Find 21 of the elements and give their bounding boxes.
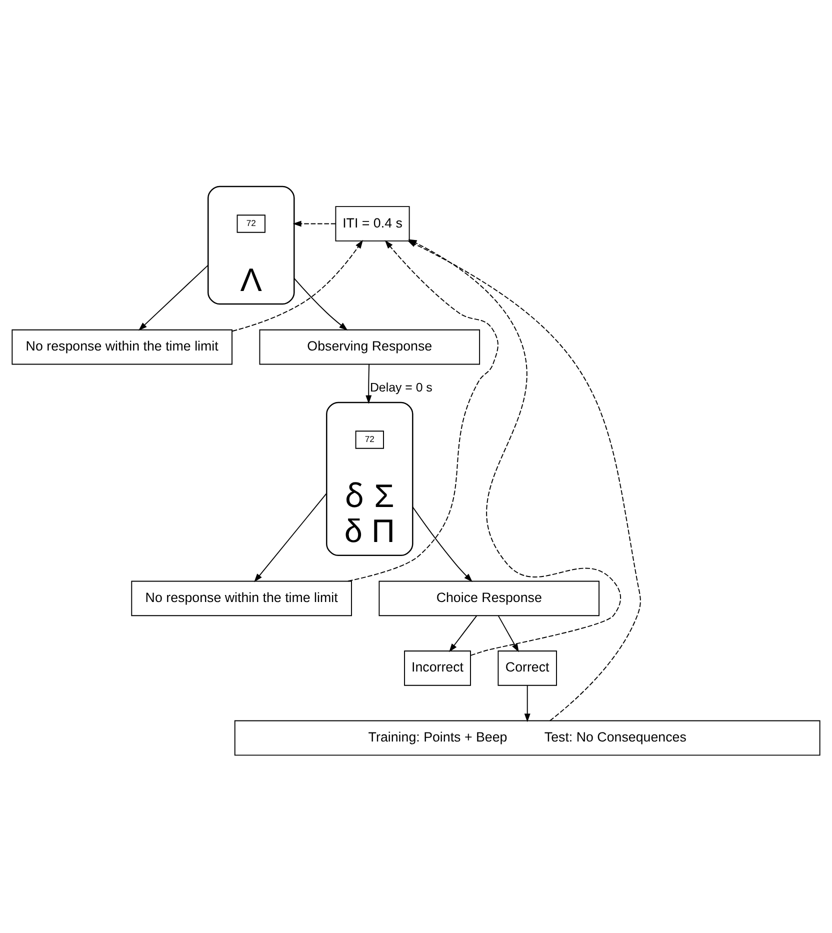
arrow	[498, 614, 519, 652]
node-box: Observing Response	[259, 328, 480, 364]
node-box: No response within the time limit	[12, 328, 232, 364]
node-box: Incorrect	[404, 650, 471, 686]
node-box: Correct	[498, 650, 557, 686]
arrow	[232, 239, 364, 332]
node-box: Choice Response	[378, 580, 600, 616]
arrow	[292, 220, 336, 226]
node-box: Training: Points + Beep Test: No Consequences	[234, 720, 820, 756]
edge-label: Delay = 0 s	[370, 380, 432, 394]
arrow	[524, 684, 530, 722]
arrow	[449, 614, 478, 652]
arrow	[366, 363, 372, 404]
node-box: No response within the time limit	[131, 580, 352, 616]
node-box: 72	[355, 430, 384, 448]
node-box: ITI = 0.4 s	[335, 206, 410, 241]
arrow	[254, 492, 328, 582]
arrow	[294, 277, 348, 330]
arrow	[412, 506, 473, 582]
node-box: 72	[236, 214, 266, 232]
arrow	[138, 264, 209, 330]
